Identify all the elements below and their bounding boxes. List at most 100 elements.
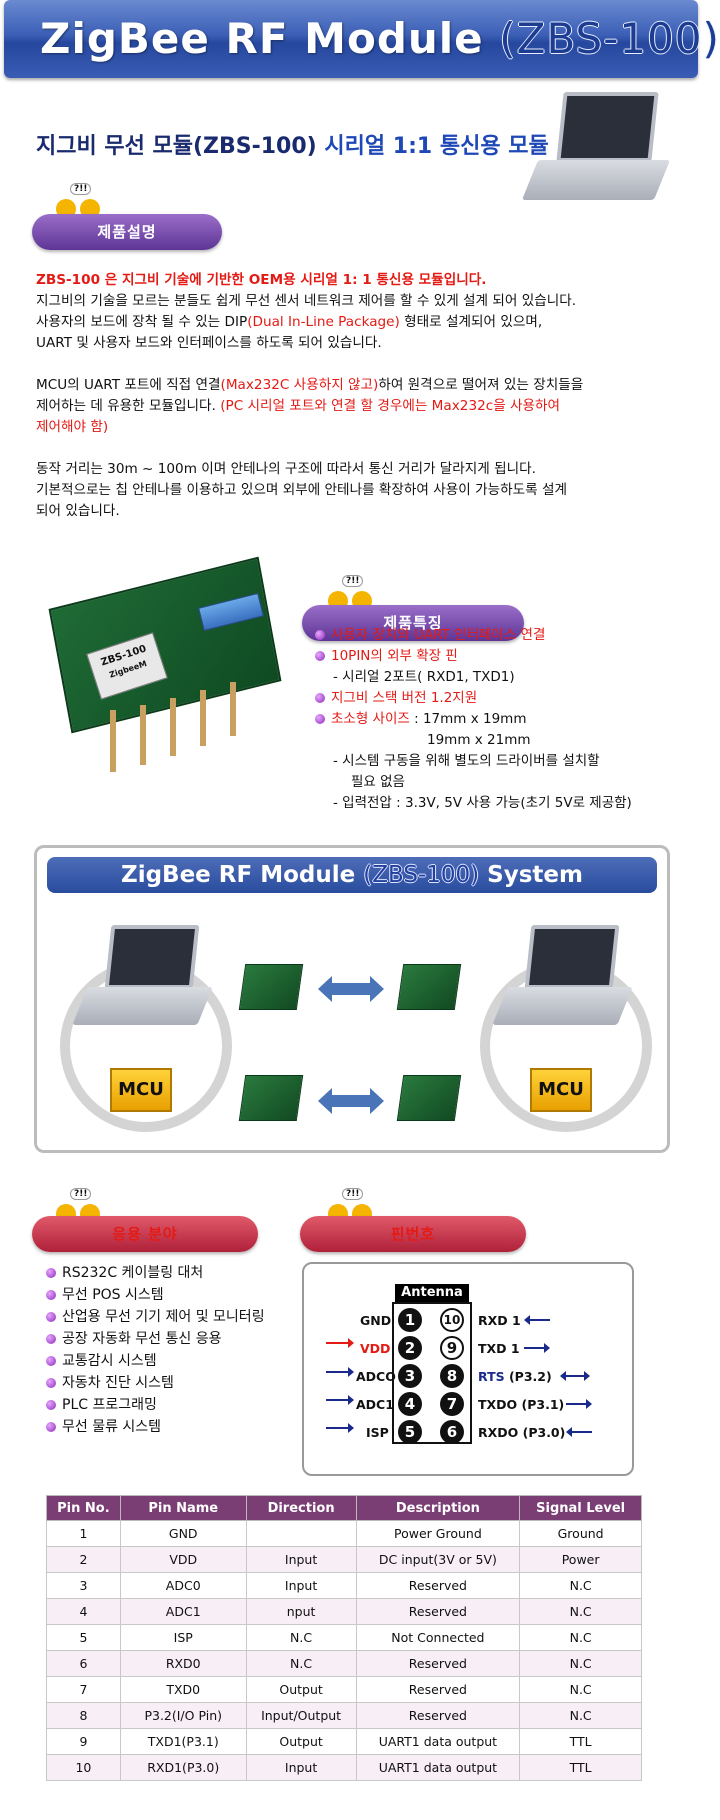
bullet-icon [46, 1378, 56, 1388]
application-item: 무선 POS 시스템 [46, 1284, 265, 1306]
table-cell: N.C [519, 1624, 642, 1651]
title-text: ZigBee RF Module [40, 14, 484, 63]
table-cell: N.C [519, 1598, 642, 1625]
desc-line-9: 기본적으로는 칩 안테나를 이용하고 있으며 외부에 안테나를 확장하여 사용이… [36, 482, 567, 498]
table-header-row: Pin No. Pin Name Direction Description S… [46, 1495, 642, 1521]
pin-table: Pin No. Pin Name Direction Description S… [46, 1495, 642, 1781]
arrow-right-icon [566, 1399, 592, 1409]
feature-item: 지그비 스택 버전 1.2지원 [315, 688, 632, 709]
bullet-icon [315, 693, 325, 703]
pin-number: 5 [398, 1420, 422, 1444]
application-item: 공장 자동화 무선 통신 응용 [46, 1328, 265, 1350]
arrow-left-icon [524, 1315, 550, 1325]
bullet-icon [46, 1400, 56, 1410]
table-cell: Input [245, 1546, 357, 1573]
table-cell: ADC0 [119, 1572, 247, 1599]
laptop-image [490, 925, 640, 1030]
mcu-chip-icon: MCU [110, 1068, 172, 1112]
section-pill-features: 제품특징 [302, 605, 524, 641]
feature-sub: - 시스템 구동을 위해 별도의 드라이버를 설치할 [333, 753, 600, 769]
table-cell: ADC1 [119, 1598, 247, 1625]
table-cell: N.C [519, 1702, 642, 1729]
pin-label: ADCO [356, 1369, 396, 1384]
table-cell: Reserved [355, 1598, 521, 1625]
section-pill-description: 제품설명 [32, 214, 222, 250]
page-subtitle: 지그비 무선 모듈(ZBS-100) 시리얼 1:1 통신용 모듈 [36, 128, 549, 160]
table-cell: 3 [46, 1572, 121, 1599]
application-item: RS232C 케이블링 대처 [46, 1262, 265, 1284]
table-cell: Reserved [355, 1650, 521, 1677]
pin-number: 8 [440, 1364, 464, 1388]
table-cell: Power [519, 1546, 642, 1573]
antenna-label: Antenna [395, 1284, 469, 1302]
application-item: 교통감시 시스템 [46, 1350, 265, 1372]
double-arrow-icon [560, 1371, 590, 1381]
table-cell: 6 [46, 1650, 121, 1677]
pin-label: RTS (P3.2) [478, 1369, 552, 1384]
arrow-right-icon [326, 1423, 354, 1433]
table-cell: RXD1(P3.0) [119, 1754, 247, 1781]
table-cell: ISP [119, 1624, 247, 1651]
column-header: Pin No. [46, 1495, 121, 1521]
table-cell: 5 [46, 1624, 121, 1651]
table-cell: 4 [46, 1598, 121, 1625]
application-item: 무선 물류 시스템 [46, 1416, 265, 1438]
desc-line-2: 지그비의 기술을 모르는 분들도 쉽게 무선 센서 네트워크 제어를 할 수 있… [36, 293, 577, 309]
bullet-icon [315, 630, 325, 640]
table-cell: TXD1(P3.1) [119, 1728, 247, 1755]
pin-number: 1 [398, 1308, 422, 1332]
applications-list: RS232C 케이블링 대처 무선 POS 시스템 산업용 무선 기기 제어 및… [46, 1262, 265, 1438]
pin-label: VDD [360, 1341, 391, 1356]
pin-label: ADC1 [356, 1397, 394, 1412]
subtitle-main: 지그비 무선 모듈(ZBS-100) [36, 134, 317, 159]
application-item: 산업용 무선 기기 제어 및 모니터링 [46, 1306, 265, 1328]
laptop-image [70, 925, 220, 1030]
feature-item: 초소형 사이즈 : 17mm x 19mm [315, 709, 632, 730]
pin-number: 3 [398, 1364, 422, 1388]
table-cell: N.C [519, 1572, 642, 1599]
desc-line-10: 되어 있습니다. [36, 503, 120, 519]
section-pill-pinout: 핀번호 [300, 1216, 526, 1252]
feature-sub: 19mm x 21mm [427, 732, 531, 748]
section-pill-applications: 응용 분야 [32, 1216, 258, 1252]
table-cell: N.C [519, 1650, 642, 1677]
table-cell: Reserved [355, 1702, 521, 1729]
module-icon [396, 964, 462, 1010]
table-cell: P3.2(I/O Pin) [119, 1702, 247, 1729]
table-cell: N.C [519, 1676, 642, 1703]
module-icon [238, 964, 304, 1010]
pin-label: ISP [366, 1425, 389, 1440]
title-banner [4, 0, 698, 78]
desc-line-6: 제어하는 데 유용한 모듈입니다. (PC 시리얼 포트와 연결 할 경우에는 … [36, 398, 561, 414]
pin-number: 2 [398, 1336, 422, 1360]
application-item: 자동차 진단 시스템 [46, 1372, 265, 1394]
desc-line-8: 동작 거리는 30m ~ 100m 이며 안테나의 구조에 따라서 통신 거리가… [36, 461, 536, 477]
description-block: ZBS-100 은 지그비 기술에 기반한 OEM용 시리얼 1: 1 통신용 … [36, 270, 583, 522]
bullet-icon [46, 1268, 56, 1278]
bullet-icon [315, 714, 325, 724]
table-cell: 1 [46, 1520, 121, 1547]
desc-line-3: 사용자의 보드에 장착 될 수 있는 DIP(Dual In-Line Pack… [36, 314, 543, 330]
feature-sub: - 시리얼 2포트( RXD1, TXD1) [333, 669, 515, 685]
page-title: ZigBee RF Module (ZBS-100) [40, 14, 720, 63]
pin-label: RXD 1 [478, 1313, 521, 1328]
table-cell: 9 [46, 1728, 121, 1755]
module-photo: ZBS-100 ZigbeeM [40, 556, 290, 790]
table-cell: nput [245, 1598, 357, 1625]
table-cell: 8 [46, 1702, 121, 1729]
table-cell: VDD [119, 1546, 247, 1573]
bullet-icon [46, 1290, 56, 1300]
feature-sub: - 입력전압 : 3.3V, 5V 사용 가능(초기 5V로 제공함) [333, 795, 632, 811]
pin-number: 10 [440, 1308, 464, 1332]
table-cell: RXD0 [119, 1650, 247, 1677]
column-header: Description [355, 1495, 521, 1521]
module-icon [238, 1075, 304, 1121]
subtitle-rest: 시리얼 1:1 통신용 모듈 [316, 134, 549, 159]
